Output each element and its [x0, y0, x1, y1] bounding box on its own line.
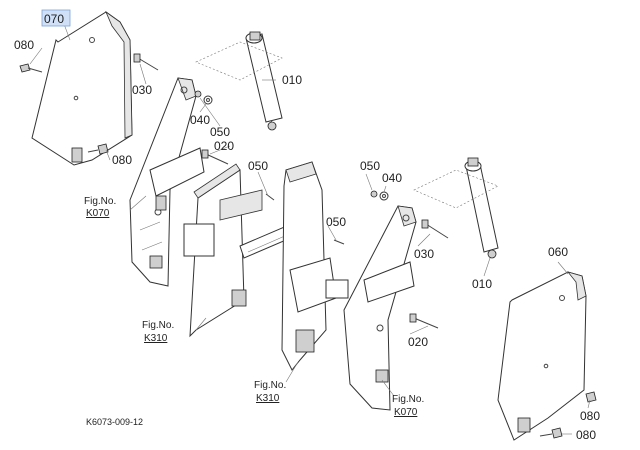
label-050-right-top[interactable]: 050: [360, 159, 380, 173]
right-bracket-frame[interactable]: [343, 205, 417, 411]
left-bracket-frame[interactable]: [129, 77, 205, 287]
bolt-080-top[interactable]: [19, 63, 43, 73]
pin-050-left[interactable]: [194, 90, 202, 98]
label-020-right[interactable]: 020: [408, 335, 428, 349]
label-080-left-bottom[interactable]: 080: [112, 153, 132, 167]
fig-ref-title: Fig.No.: [392, 394, 424, 405]
bolt-030-right[interactable]: [421, 219, 449, 239]
fig-ref-code: K310: [256, 393, 280, 404]
cylinder-010-right[interactable]: [464, 157, 499, 259]
pin-050-right-mid[interactable]: [333, 239, 345, 245]
fig-ref-k310-right[interactable]: Fig.No. K310: [254, 380, 286, 404]
fig-ref-title: Fig.No.: [254, 380, 286, 391]
fig-ref-code: K070: [394, 407, 418, 418]
fig-ref-title: Fig.No.: [84, 196, 116, 207]
label-020-left[interactable]: 020: [214, 139, 234, 153]
fig-ref-title: Fig.No.: [142, 320, 174, 331]
label-050-left[interactable]: 050: [210, 125, 230, 139]
label-040-right[interactable]: 040: [382, 171, 402, 185]
pin-050-mid[interactable]: [265, 193, 275, 201]
bolt-080-left-bottom[interactable]: [87, 143, 109, 155]
washer-040-right[interactable]: [379, 191, 389, 201]
washer-040-left[interactable]: [203, 95, 213, 105]
bolt-020-right[interactable]: [409, 313, 439, 329]
fig-ref-code: K310: [144, 333, 168, 344]
fig-ref-k070-right[interactable]: Fig.No. K070: [392, 394, 424, 418]
label-080-top[interactable]: 080: [14, 38, 34, 52]
cover-plate-070[interactable]: [31, 10, 133, 166]
label-010-right[interactable]: 010: [472, 277, 492, 291]
fig-ref-k310-left[interactable]: Fig.No. K310: [142, 320, 174, 344]
bolt-080-right-a[interactable]: [585, 391, 597, 403]
drawing-code: K6073-009-12: [86, 417, 143, 427]
bolt-080-right-b[interactable]: [539, 427, 563, 439]
label-050-mid[interactable]: 050: [248, 159, 268, 173]
main-mast-k310-right[interactable]: [281, 161, 349, 371]
label-070[interactable]: 070: [44, 12, 64, 26]
fig-ref-k070-left[interactable]: Fig.No. K070: [84, 196, 116, 219]
main-mast-k310-left[interactable]: [183, 163, 263, 338]
label-030-left[interactable]: 030: [132, 83, 152, 97]
cover-plate-060[interactable]: [497, 271, 587, 441]
label-040-left[interactable]: 040: [190, 113, 210, 127]
label-080-right-b[interactable]: 080: [576, 428, 596, 442]
part-070-highlight: [41, 9, 71, 27]
label-030-right[interactable]: 030: [414, 247, 434, 261]
bolt-030-left[interactable]: [133, 53, 159, 71]
fig-ref-code: K070: [86, 208, 110, 219]
leader-lines: [29, 23, 591, 435]
pin-050-right-top[interactable]: [370, 190, 378, 198]
label-080-right-a[interactable]: 080: [580, 409, 600, 423]
label-050-right-mid[interactable]: 050: [326, 215, 346, 229]
cylinder-010-left[interactable]: [245, 31, 283, 131]
bolt-020-left[interactable]: [201, 149, 229, 165]
label-010-left[interactable]: 010: [282, 73, 302, 87]
label-060[interactable]: 060: [548, 245, 568, 259]
